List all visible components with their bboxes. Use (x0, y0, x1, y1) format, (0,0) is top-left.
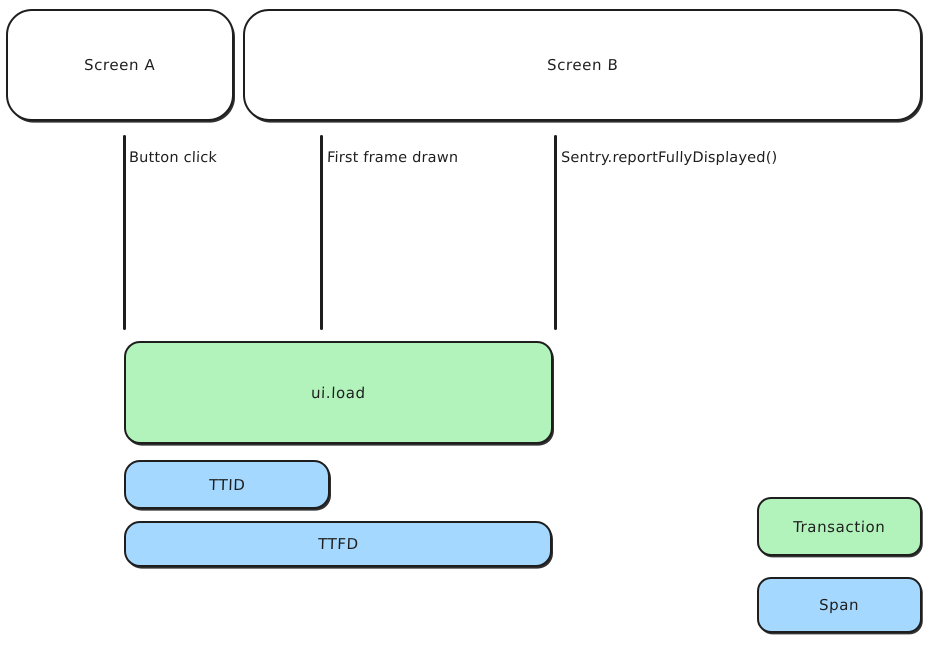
timeline-bar-ui-load-label: ui.load (310, 383, 367, 402)
legend-item-transaction[interactable]: Transaction (757, 497, 922, 556)
event-marker-line-report-fully-displayed (554, 135, 557, 330)
legend-item-span[interactable]: Span (757, 577, 922, 633)
legend-item-transaction-label: Transaction (792, 517, 887, 536)
screen-box-b-label: Screen B (546, 56, 619, 74)
event-marker-label-report-fully-displayed: Sentry.reportFullyDisplayed() (560, 150, 778, 166)
timeline-bar-ttid-label: TTID (208, 475, 246, 494)
diagram-title: Mobile screen load timeline: TTID and TT… (0, 21, 1, 22)
screen-box-a-label: Screen A (83, 56, 157, 74)
timeline-bar-ttfd[interactable]: TTFD (124, 521, 552, 567)
event-marker-line-button-click (123, 135, 126, 330)
screen-box-a[interactable]: Screen A (6, 9, 234, 121)
event-marker-label-button-click: Button click (128, 150, 218, 166)
timeline-bar-ttid[interactable]: TTID (124, 460, 330, 509)
screen-box-b[interactable]: Screen B (243, 9, 922, 121)
legend-item-span-label: Span (819, 596, 860, 614)
timeline-bar-ttfd-label: TTFD (317, 535, 359, 553)
timeline-bar-ui-load[interactable]: ui.load (124, 341, 553, 444)
event-marker-label-first-frame-drawn: First frame drawn (326, 150, 459, 166)
event-marker-line-first-frame-drawn (320, 135, 323, 330)
